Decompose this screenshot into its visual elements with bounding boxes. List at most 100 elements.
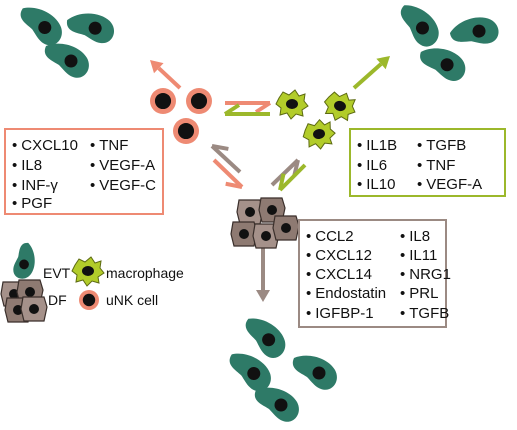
unk-factor: INF-γ <box>12 178 58 193</box>
evt-nucleus <box>88 21 102 35</box>
df-nucleus <box>29 304 39 314</box>
unk-factors-panel: CXCL10 IL8 INF-γ PGF TNF VEGF-A VEGF-C <box>4 128 164 215</box>
evt-cell <box>20 7 62 46</box>
evt-nucleus <box>472 24 486 38</box>
unk-nucleus <box>190 92 208 110</box>
legend-label-evt: EVT <box>43 265 71 281</box>
macrophage-nucleus <box>334 100 346 112</box>
evt-cell <box>400 5 439 47</box>
df-to-evt-arrow <box>256 246 270 302</box>
macrophage-factor: TGFB <box>417 138 466 153</box>
df-factor: CXCL14 <box>306 267 372 282</box>
unk-to-macrophage-arrow <box>225 101 272 114</box>
unk-factor: TNF <box>90 138 128 153</box>
evt-nucleus <box>312 366 326 380</box>
macrophage-to-evt-arrow <box>352 56 390 90</box>
df-factors-panel: CCL2 CXCL12 CXCL14 Endostatin IGFBP-1 IL… <box>298 219 451 328</box>
evt-cell <box>229 353 271 392</box>
evt-cell <box>67 13 114 44</box>
evt-cell <box>44 43 89 78</box>
macrophage-factors-panel: IL1B IL6 IL10 TGFB TNF VEGF-A <box>349 128 506 197</box>
evt-cluster-bottom <box>229 318 337 422</box>
macrophage-cell <box>302 118 336 150</box>
arrows <box>150 56 390 302</box>
df-nucleus <box>267 205 277 215</box>
df-nucleus <box>239 229 249 239</box>
df-factor: IGFBP-1 <box>306 306 373 321</box>
df-factor: IL8 <box>400 229 430 244</box>
unk-cell <box>79 290 99 310</box>
df-factor: Endostatin <box>306 286 386 301</box>
evt-nucleus <box>274 398 288 412</box>
evt-cell <box>245 318 286 358</box>
df-nucleus <box>281 223 291 233</box>
df-nucleus <box>245 207 255 217</box>
unk-legend-icon <box>79 290 99 310</box>
unk-cell <box>186 88 212 114</box>
legend-icons <box>0 256 105 323</box>
df-nucleus <box>13 305 23 315</box>
macrophage-cell <box>71 256 105 287</box>
unk-factor: VEGF-A <box>90 158 155 173</box>
df-cell <box>272 215 300 241</box>
unk-cell-cluster <box>150 88 212 144</box>
macrophage-cell <box>323 91 356 122</box>
unk-cell <box>150 88 176 114</box>
df-factor: CCL2 <box>306 229 353 244</box>
macrophage-factor: IL10 <box>357 177 395 192</box>
unk-factor: PGF <box>12 196 52 211</box>
macrophage-nucleus <box>313 128 325 140</box>
macrophage-factor: VEGF-A <box>417 177 482 192</box>
evt-nucleus <box>19 259 29 270</box>
evt-nucleus <box>262 333 276 347</box>
unk-nucleus <box>154 92 172 110</box>
evt-cell <box>292 355 337 390</box>
macrophage-cluster <box>275 89 356 150</box>
df-nucleus <box>25 287 35 297</box>
df-nucleus <box>261 231 271 241</box>
evt-cell <box>254 387 299 422</box>
macrophage-to-unk-arrow <box>223 103 270 116</box>
df-cell <box>20 296 48 322</box>
legend-label-macrophage: macrophage <box>106 265 184 281</box>
unk-cell <box>173 118 199 144</box>
evt-cell <box>420 48 466 81</box>
evt-cell <box>449 17 499 44</box>
evt-legend-icon <box>13 242 35 279</box>
df-cell <box>230 221 258 247</box>
evt-cell <box>13 242 35 279</box>
unk-factor: VEGF-C <box>90 178 156 193</box>
df-to-macrophage-arrow <box>270 158 300 187</box>
macrophage-factor: IL6 <box>357 158 387 173</box>
macrophage-to-df-arrow <box>278 163 307 192</box>
df-factor: CXCL12 <box>306 248 372 263</box>
evt-nucleus <box>64 54 78 68</box>
unk-factor: IL8 <box>12 158 42 173</box>
df-factor: TGFB <box>400 306 449 321</box>
unk-nucleus <box>177 122 195 140</box>
evt-nucleus <box>440 58 454 72</box>
df-factor: PRL <box>400 286 438 301</box>
df-factor: NRG1 <box>400 267 451 282</box>
unk-nucleus <box>82 293 96 307</box>
evt-nucleus <box>247 367 261 381</box>
macrophage-nucleus <box>82 266 94 276</box>
df-to-unk-arrow <box>210 144 242 174</box>
df-legend-icon <box>0 279 48 323</box>
unk-factor: CXCL10 <box>12 138 78 153</box>
macrophage-factor: TNF <box>417 158 455 173</box>
unk-to-df-arrow <box>212 158 244 189</box>
legend-label-df: DF <box>48 292 67 308</box>
macrophage-nucleus <box>286 99 298 109</box>
unk-to-evt-arrow <box>150 60 182 90</box>
evt-nucleus <box>38 21 52 35</box>
macrophage-factor: IL1B <box>357 138 397 153</box>
df-factor: IL11 <box>400 248 437 263</box>
df-cell-cluster <box>230 197 300 249</box>
evt-cluster-top-right <box>400 5 499 81</box>
macrophage-cell <box>275 89 309 120</box>
legend-label-unk: uNK cell <box>106 292 159 308</box>
evt-cluster-top-left <box>20 7 114 78</box>
